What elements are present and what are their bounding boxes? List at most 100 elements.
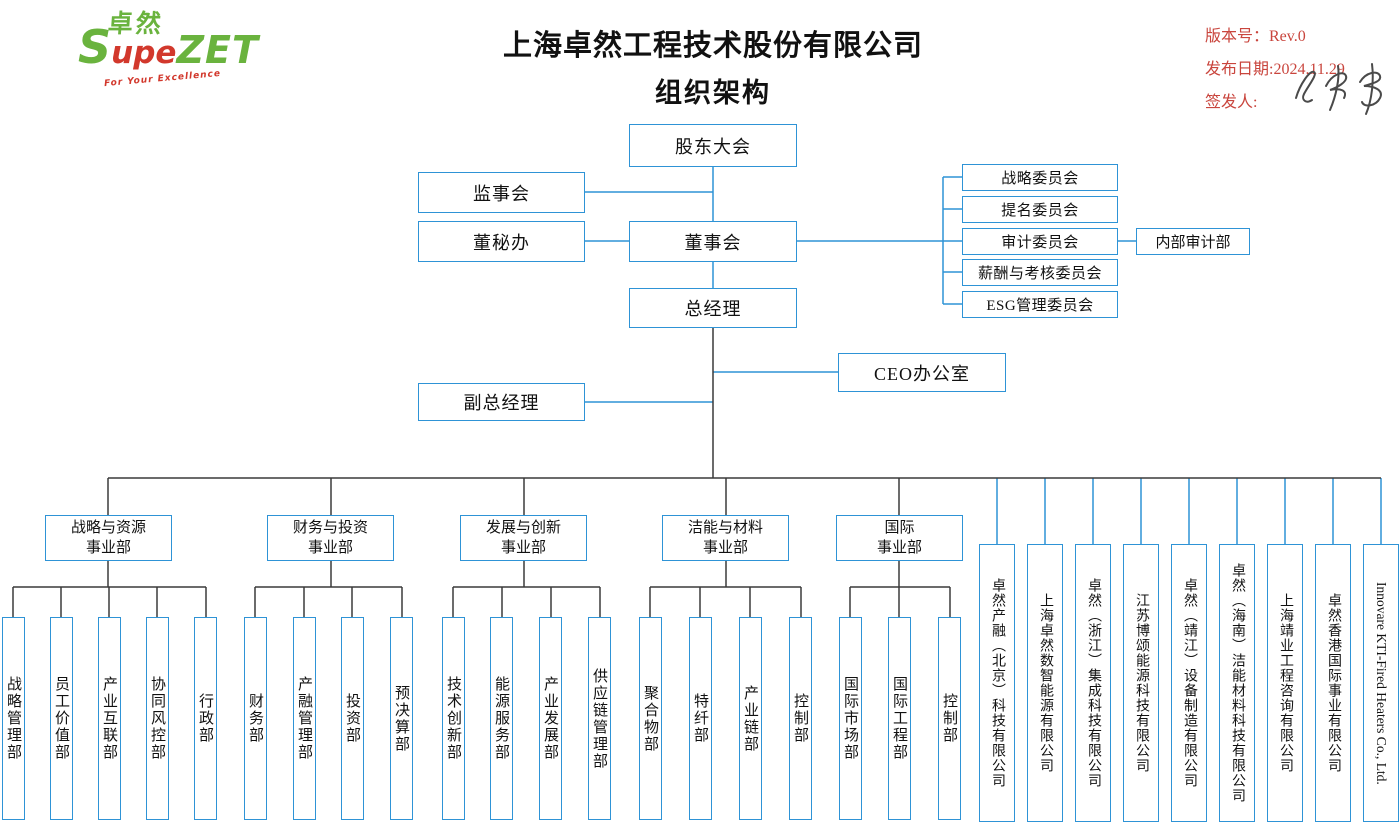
node-label: CEO办公室 [874,363,970,384]
logo-letters-zet: ZET [176,28,259,72]
subsidiary-node: 卓然香港国际事业有限公司 [1315,544,1351,822]
subsidiary-node: 卓然（靖江）设备制造有限公司 [1171,544,1207,822]
logo-letters-upe: upe [111,35,177,71]
node-ceo-office: CEO办公室 [838,353,1006,392]
node-label: 董秘办 [473,232,530,253]
node-board-secretary-office: 董秘办 [418,221,585,262]
subsidiary-node: 卓然（浙江）集成科技有限公司 [1075,544,1111,822]
node-label: 战略管理部 [5,676,21,761]
node-label: 供应链管理部 [591,667,607,770]
dept-node: 国际工程部 [888,617,911,820]
node-label: 能源服务部 [493,676,509,761]
dept-node: 国际市场部 [839,617,862,820]
dept-node: 行政部 [194,617,217,820]
dept-node: 产业发展部 [539,617,562,820]
node-label: 事业部 [500,540,546,556]
node-division-strategy-resources: 战略与资源 事业部 [45,515,172,561]
node-label: 发展与创新 [485,519,561,536]
node-label: 副总经理 [463,393,540,413]
node-supervisory-board: 监事会 [418,172,585,213]
node-label: 国际市场部 [842,676,858,761]
node-division-cleanenergy-materials: 洁能与材料 事业部 [662,515,789,561]
node-division-international: 国际 事业部 [836,515,963,561]
dept-node: 预决算部 [390,617,413,820]
node-shareholders-meeting: 股东大会 [629,124,797,167]
node-remuneration-appraisal-committee: 薪酬与考核委员会 [962,259,1118,286]
node-label: 卓然产融（北京）科技有限公司 [990,578,1005,788]
node-label: 事业部 [702,540,748,556]
node-label: 产业链部 [742,684,758,753]
node-label: 股东大会 [675,136,751,157]
node-strategy-committee: 战略委员会 [962,164,1118,191]
node-label: 技术创新部 [445,676,461,761]
node-label: 卓然（浙江）集成科技有限公司 [1086,578,1101,788]
dept-node: 产业链部 [739,617,762,820]
dept-node: 特纤部 [689,617,712,820]
dept-node: 投资部 [341,617,364,820]
node-label: 事业部 [307,540,353,556]
dept-node: 协同风控部 [146,617,169,820]
subsidiary-node: 卓然产融（北京）科技有限公司 [979,544,1015,822]
logo-supezet: SupeZET [78,20,259,74]
node-label: 财务与投资 [292,519,368,536]
dept-node: 财务部 [244,617,267,820]
node-division-development-innovation: 发展与创新 事业部 [460,515,587,561]
node-label: 内部审计部 [1155,235,1231,251]
dept-node: 技术创新部 [442,617,465,820]
node-label: 控制部 [941,693,957,744]
dept-node: 供应链管理部 [588,617,611,820]
node-label: 国际工程部 [891,676,907,761]
node-label: 上海卓然数智能源有限公司 [1038,593,1053,773]
dept-node: 能源服务部 [490,617,513,820]
logo-letter-s: S [78,20,112,74]
node-label: 特纤部 [692,693,708,744]
node-board-of-directors: 董事会 [629,221,797,262]
node-general-manager: 总经理 [629,288,797,328]
node-label: 提名委员会 [1001,203,1079,219]
dept-node: 控制部 [938,617,961,820]
node-label: 监事会 [473,183,530,204]
node-label: 总经理 [684,299,742,319]
node-label: 洁能与材料 [687,519,763,536]
node-label: 卓然（海南）洁能材料科技有限公司 [1230,563,1245,803]
dept-node: 员工价值部 [50,617,73,820]
subsidiary-node: 上海靖业工程咨询有限公司 [1267,544,1303,822]
node-label: 员工价值部 [53,676,69,761]
node-label: 控制部 [792,693,808,744]
document-subtitle: 组织架构 [655,78,771,108]
dept-node: 聚合物部 [639,617,662,820]
node-label: 审计委员会 [1001,235,1079,251]
document-header: 上海卓然工程技术股份有限公司 组织架构 [400,22,1026,110]
dept-node: 控制部 [789,617,812,820]
node-audit-committee: 审计委员会 [962,228,1118,255]
node-label: 财务部 [247,693,263,744]
node-label: 协同风控部 [149,676,165,761]
node-label: 事业部 [85,540,131,556]
node-label: 产融管理部 [296,676,312,761]
node-label: 卓然（靖江）设备制造有限公司 [1182,578,1197,788]
node-label: 国际 [884,519,915,536]
node-label: Innovare KTI-Fired Heaters Co., Ltd. [1374,581,1389,785]
node-label: 战略与资源 [70,519,146,536]
node-label: 投资部 [344,693,360,744]
dept-node: 产融管理部 [293,617,316,820]
signer-label: 签发人: [1205,94,1258,111]
node-label: 江苏博颂能源科技有限公司 [1134,593,1149,773]
subsidiary-node: 卓然（海南）洁能材料科技有限公司 [1219,544,1255,822]
node-label: 聚合物部 [642,684,658,753]
node-nomination-committee: 提名委员会 [962,196,1118,223]
subsidiary-node: 江苏博颂能源科技有限公司 [1123,544,1159,822]
version-label: 版本号：Rev.0 [1205,28,1306,45]
node-deputy-general-manager: 副总经理 [418,383,585,421]
node-label: 卓然香港国际事业有限公司 [1326,593,1341,773]
node-label: 产业发展部 [542,676,558,761]
node-label: 产业互联部 [101,676,117,761]
node-internal-audit-dept: 内部审计部 [1136,228,1250,255]
subsidiary-node: 上海卓然数智能源有限公司 [1027,544,1063,822]
node-label: 预决算部 [393,684,409,753]
signature [1295,63,1382,115]
node-label: ESG管理委员会 [986,298,1094,314]
node-label: 事业部 [876,540,922,556]
node-label: 薪酬与考核委员会 [977,266,1102,282]
